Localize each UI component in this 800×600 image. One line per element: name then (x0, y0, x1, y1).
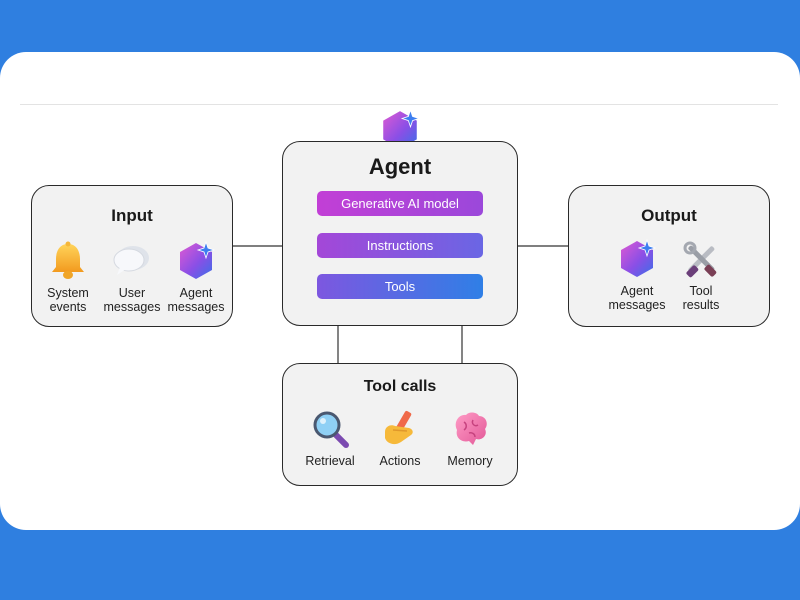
tool-calls-label: Retrieval (305, 454, 355, 468)
pill-tools: Tools (317, 274, 483, 299)
tool-calls-box: Tool calls Retrieval Actions Memory (282, 363, 518, 486)
pill-instructions: Instructions (317, 233, 483, 258)
chat-bubble-icon (113, 246, 149, 275)
input-label-line1: Agent (179, 286, 213, 300)
input-label-line2: messages (103, 300, 161, 314)
input-label-line1: User (118, 286, 146, 300)
tool-calls-item-retrieval: Retrieval (295, 408, 365, 468)
agent-hexagon-icon (180, 240, 216, 279)
input-label-line2: events (49, 300, 87, 314)
input-label-line1: System (47, 286, 89, 300)
tool-calls-item-memory: Memory (435, 408, 505, 468)
input-label-line2: messages (167, 300, 225, 314)
brain-icon (455, 412, 487, 445)
tool-calls-label: Memory (447, 454, 493, 468)
tool-calls-label: Actions (379, 454, 421, 468)
output-title: Output (641, 206, 697, 225)
output-label-line1: Tool (689, 284, 713, 298)
tool-calls-item-actions: Actions (365, 408, 435, 468)
agent-hexagon-icon (383, 108, 421, 149)
tools-icon (683, 241, 717, 278)
pencil-hand-icon (385, 410, 413, 445)
output-label-line2: results (682, 298, 720, 312)
pill-generative-ai-model: Generative AI model (317, 191, 483, 216)
agent-box: Agent Generative AI model Instructions T… (282, 141, 518, 326)
agent-hexagon-icon (621, 238, 657, 277)
divider (20, 104, 778, 105)
output-label-line1: Agent (620, 284, 654, 298)
agent-title: Agent (368, 154, 432, 179)
tool-calls-title: Tool calls (363, 378, 437, 395)
output-label-line2: messages (608, 298, 666, 312)
input-title: Input (111, 206, 153, 225)
magnifier-icon (313, 411, 349, 448)
bell-icon (52, 241, 84, 279)
